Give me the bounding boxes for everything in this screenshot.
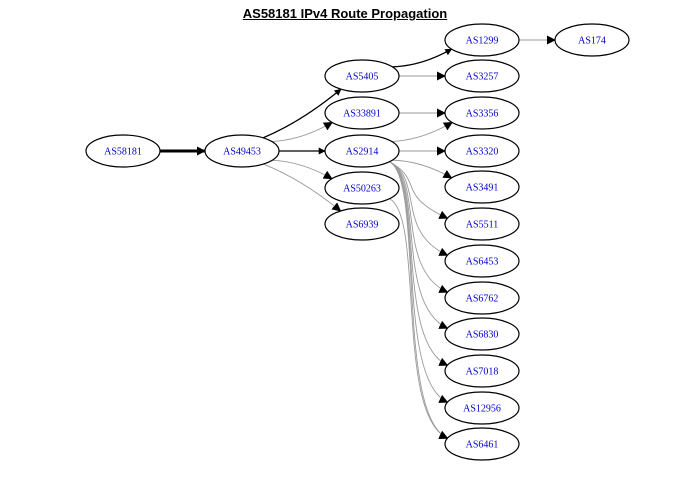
- node-ellipse: [444, 281, 520, 315]
- node-as2914: AS2914: [324, 134, 400, 168]
- edge-as49453-as5405: [262, 88, 342, 139]
- node-label: AS5405: [346, 72, 379, 83]
- edge-as2914-as6830: [389, 161, 449, 329]
- node-as6762: AS6762: [444, 281, 520, 315]
- node-ellipse: [204, 134, 280, 168]
- node-ellipse: [444, 23, 520, 57]
- node-as6461: AS6461: [444, 427, 520, 461]
- node-as3356: AS3356: [444, 96, 520, 130]
- edge-as50263-as6461: [389, 198, 449, 439]
- node-ellipse: [554, 23, 630, 57]
- node-ellipse: [444, 317, 520, 351]
- node-as3491: AS3491: [444, 170, 520, 204]
- edge-as49453-as33891: [271, 122, 333, 142]
- node-ellipse: [444, 59, 520, 93]
- node-ellipse: [324, 134, 400, 168]
- edge-as2914-as12956: [389, 161, 449, 403]
- node-ellipse: [324, 96, 400, 130]
- node-ellipse: [444, 207, 520, 241]
- node-label: AS6453: [466, 257, 499, 268]
- node-ellipse: [324, 207, 400, 241]
- node-as49453: AS49453: [204, 134, 280, 168]
- edge-as5405-as1299: [392, 48, 453, 68]
- node-ellipse: [444, 134, 520, 168]
- node-ellipse: [444, 96, 520, 130]
- node-as12956: AS12956: [444, 391, 520, 425]
- node-as6939: AS6939: [324, 207, 400, 241]
- edge-as49453-as6939: [263, 163, 342, 212]
- node-ellipse: [324, 171, 400, 205]
- node-label: AS6939: [346, 220, 379, 231]
- edge-as2914-as7018: [389, 161, 449, 366]
- node-label: AS5511: [466, 220, 498, 231]
- node-label: AS33891: [343, 109, 381, 120]
- edge-as2914-as5511: [389, 161, 449, 219]
- node-ellipse: [85, 134, 161, 168]
- node-label: AS49453: [223, 147, 261, 158]
- node-as50263: AS50263: [324, 171, 400, 205]
- node-label: AS12956: [463, 404, 501, 415]
- node-label: AS58181: [104, 147, 142, 158]
- node-as6830: AS6830: [444, 317, 520, 351]
- node-label: AS3491: [466, 183, 499, 194]
- node-as58181: AS58181: [85, 134, 161, 168]
- node-label: AS6830: [466, 330, 499, 341]
- node-label: AS3320: [466, 147, 499, 158]
- node-label: AS1299: [466, 36, 499, 47]
- node-as174: AS174: [554, 23, 630, 57]
- edge-as49453-as50263: [272, 159, 333, 180]
- node-ellipse: [444, 170, 520, 204]
- node-as3320: AS3320: [444, 134, 520, 168]
- node-as6453: AS6453: [444, 244, 520, 278]
- node-ellipse: [444, 244, 520, 278]
- node-as5511: AS5511: [444, 207, 520, 241]
- node-label: AS174: [578, 36, 606, 47]
- node-label: AS3356: [466, 109, 499, 120]
- node-as7018: AS7018: [444, 354, 520, 388]
- edge-as2914-as6461: [389, 161, 449, 439]
- node-ellipse: [324, 59, 400, 93]
- node-as33891: AS33891: [324, 96, 400, 130]
- node-label: AS6762: [466, 294, 499, 305]
- node-ellipse: [444, 391, 520, 425]
- node-as1299: AS1299: [444, 23, 520, 57]
- node-as3257: AS3257: [444, 59, 520, 93]
- node-ellipse: [444, 354, 520, 388]
- edge-as2914-as3356: [391, 122, 453, 142]
- node-label: AS2914: [346, 147, 379, 158]
- node-label: AS6461: [466, 440, 499, 451]
- node-label: AS7018: [466, 367, 499, 378]
- edge-as2914-as6762: [389, 161, 449, 293]
- node-label: AS50263: [343, 184, 381, 195]
- edge-as2914-as3491: [392, 159, 453, 179]
- diagram-title: AS58181 IPv4 Route Propagation: [242, 6, 448, 21]
- node-label: AS3257: [466, 72, 499, 83]
- edge-as2914-as6453: [389, 161, 449, 256]
- node-as5405: AS5405: [324, 59, 400, 93]
- node-ellipse: [444, 427, 520, 461]
